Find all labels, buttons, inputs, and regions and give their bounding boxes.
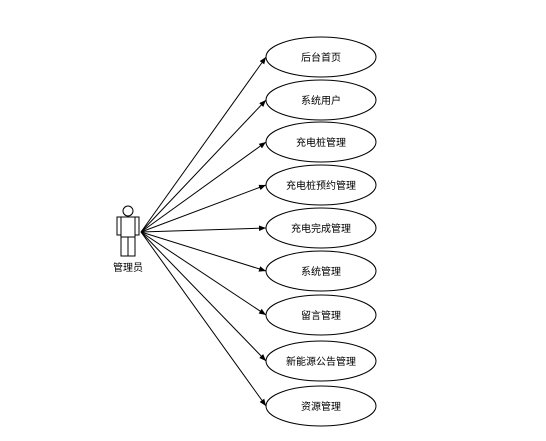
association-arrow-5	[140, 231, 267, 272]
use-case-label: 充电桩预约管理	[286, 179, 356, 192]
use-case-label: 系统用户	[301, 94, 341, 107]
use-case-ellipse	[265, 121, 377, 163]
use-case-ellipse	[265, 250, 377, 292]
actor-body	[120, 216, 136, 238]
association-arrow-3	[140, 184, 267, 233]
use-case-label: 后台首页	[301, 51, 341, 64]
use-case-4: 充电完成管理	[265, 207, 377, 249]
actor-left-arm	[116, 216, 122, 236]
actor-label: 管理员	[113, 261, 143, 274]
use-case-ellipse	[265, 207, 377, 249]
use-case-3: 充电桩预约管理	[265, 164, 377, 206]
actor-right-leg	[127, 236, 136, 257]
association-arrow-1	[140, 99, 267, 233]
actor-head	[122, 205, 134, 217]
association-lines	[140, 56, 267, 407]
association-arrow-8	[140, 231, 267, 407]
use-case-7: 新能源公告管理	[265, 340, 377, 382]
actor-admin: 管理员	[113, 205, 143, 274]
association-arrow-2	[140, 141, 267, 233]
actor-right-arm	[134, 216, 140, 236]
use-case-label: 新能源公告管理	[286, 355, 356, 368]
use-case-group: 后台首页 系统用户 充电桩管理 充电桩预约管理 充电完成管理 系统管理 留言管理	[265, 36, 377, 427]
use-case-8: 资源管理	[265, 385, 377, 427]
use-case-ellipse	[265, 79, 377, 121]
use-case-ellipse	[265, 340, 377, 382]
use-case-0: 后台首页	[265, 36, 377, 78]
use-case-ellipse	[265, 164, 377, 206]
use-case-ellipse	[265, 36, 377, 78]
association-arrow-7	[140, 231, 267, 362]
actor-left-leg	[120, 236, 129, 257]
use-case-2: 充电桩管理	[265, 121, 377, 163]
association-arrow-0	[140, 56, 267, 233]
use-case-5: 系统管理	[265, 250, 377, 292]
use-case-label: 充电桩管理	[296, 136, 346, 149]
association-arrow-4	[140, 225, 267, 233]
use-case-ellipse	[265, 294, 377, 336]
use-case-label: 资源管理	[301, 400, 341, 413]
use-case-label: 系统管理	[301, 265, 341, 278]
use-case-label: 充电完成管理	[291, 222, 351, 235]
use-case-1: 系统用户	[265, 79, 377, 121]
use-case-label: 留言管理	[301, 309, 341, 322]
use-case-ellipse	[265, 385, 377, 427]
use-case-6: 留言管理	[265, 294, 377, 336]
association-arrow-6	[140, 231, 267, 316]
